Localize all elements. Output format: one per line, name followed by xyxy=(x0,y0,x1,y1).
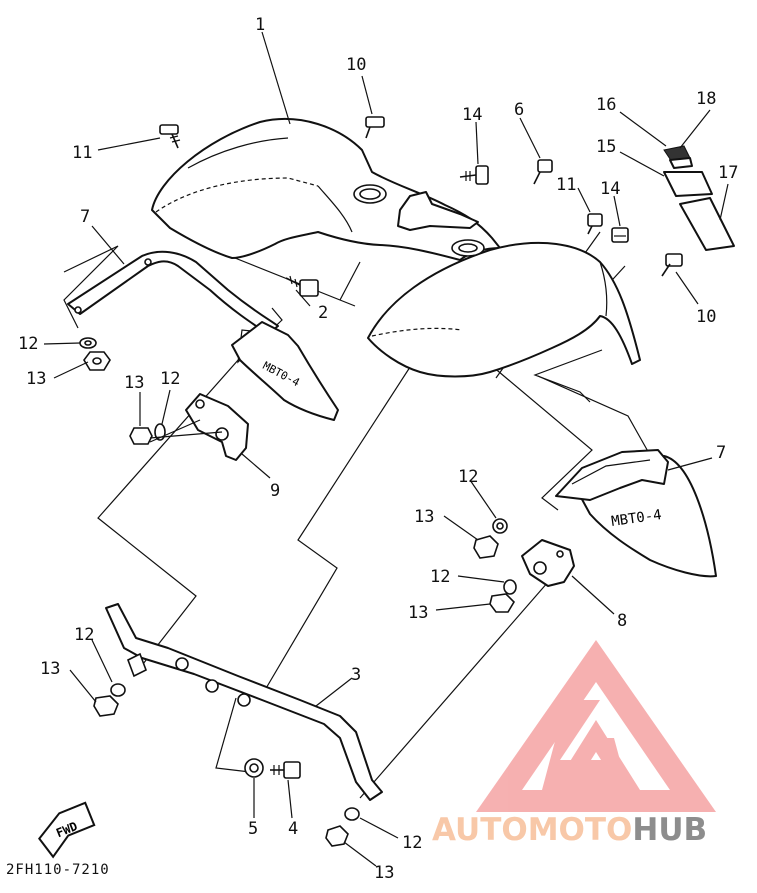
callout-4: 4 xyxy=(288,819,298,839)
callout-10-right: 10 xyxy=(696,307,716,327)
washer-12-right-low xyxy=(503,579,517,595)
nut-13-left-low xyxy=(93,695,119,717)
automotohub-logo xyxy=(476,640,716,812)
callout-16: 16 xyxy=(596,95,616,115)
callout-3: 3 xyxy=(351,665,361,685)
nut-13-left-upper xyxy=(83,351,111,371)
callout-18: 18 xyxy=(696,89,716,109)
callout-leaders xyxy=(43,31,729,867)
callout-12-b: 12 xyxy=(160,369,180,389)
bolt-4 xyxy=(270,761,301,779)
nut-13-bottom xyxy=(325,825,349,847)
callout-1: 1 xyxy=(255,15,265,35)
watermark-word-dark: HUB xyxy=(632,812,708,848)
nut-13-plate9 xyxy=(129,427,153,445)
callout-9: 9 xyxy=(270,481,280,501)
right-side-bracket-part-7 xyxy=(555,449,669,501)
bolt-11-left xyxy=(159,124,181,149)
callout-12-a: 12 xyxy=(18,334,38,354)
mount-plate-part-9 xyxy=(185,393,249,461)
callout-14-top: 14 xyxy=(462,105,482,125)
automotohub-watermark: AUTOMOTOHUB xyxy=(432,812,707,848)
mount-bracket xyxy=(397,191,479,231)
callout-13-a: 13 xyxy=(26,369,46,389)
bolt-6 xyxy=(533,159,553,185)
front-cover-part-1 xyxy=(151,118,501,261)
callout-7-right: 7 xyxy=(716,443,726,463)
bolt-14-top xyxy=(459,165,489,185)
callout-13-f: 13 xyxy=(374,863,394,883)
callout-12-e: 12 xyxy=(74,625,94,645)
bolt-14-right xyxy=(611,227,629,243)
callout-12-c: 12 xyxy=(458,467,478,487)
washer-12-left-low xyxy=(110,683,126,697)
washer-5 xyxy=(244,758,264,778)
callout-12-f: 12 xyxy=(402,833,422,853)
hardware xyxy=(79,116,683,847)
callout-7-left: 7 xyxy=(80,207,90,227)
callout-numbers: 1 2 3 4 5 6 7 7 8 9 10 10 11 11 12 12 12… xyxy=(18,15,738,883)
nut-13-right-mid xyxy=(473,535,499,559)
washer-12-left-upper xyxy=(79,337,97,349)
callout-13-e: 13 xyxy=(40,659,60,679)
decal-18 xyxy=(663,145,693,169)
callout-5: 5 xyxy=(248,819,258,839)
decal-sheet-17 xyxy=(679,197,735,251)
callout-15: 15 xyxy=(596,137,616,157)
left-number-plate: MBT0-4 xyxy=(231,321,339,421)
callout-12-d: 12 xyxy=(430,567,450,587)
front-fender-shell xyxy=(367,239,641,378)
lower-stay-part-3 xyxy=(105,603,383,801)
mount-plate-part-8 xyxy=(521,539,575,587)
callout-14-right: 14 xyxy=(600,179,620,199)
bolt-11-right xyxy=(587,213,603,235)
callout-11-right: 11 xyxy=(556,175,576,195)
callout-2: 2 xyxy=(318,303,328,323)
callout-11-left: 11 xyxy=(72,143,92,163)
callout-17: 17 xyxy=(718,163,738,183)
callout-13-d: 13 xyxy=(408,603,428,623)
bolt-2 xyxy=(285,275,319,297)
part-code-label: 2FH110-7210 xyxy=(6,862,110,878)
callout-8: 8 xyxy=(617,611,627,631)
fwd-arrow-icon: FWD xyxy=(38,801,96,859)
washer-12-bottom xyxy=(344,807,360,821)
callout-6: 6 xyxy=(514,100,524,120)
callout-10-top: 10 xyxy=(346,55,366,75)
washer-12-right-mid xyxy=(492,518,508,534)
bolt-10-top xyxy=(365,116,385,139)
bolt-10-right xyxy=(661,253,683,277)
right-plate-decal: MBT0-4 xyxy=(610,507,662,530)
watermark-word-light: AUTOMOTO xyxy=(432,812,633,848)
nut-13-right-low xyxy=(489,593,516,613)
callout-13-b: 13 xyxy=(124,373,144,393)
callout-13-c: 13 xyxy=(414,507,434,527)
decal-15 xyxy=(663,171,713,197)
